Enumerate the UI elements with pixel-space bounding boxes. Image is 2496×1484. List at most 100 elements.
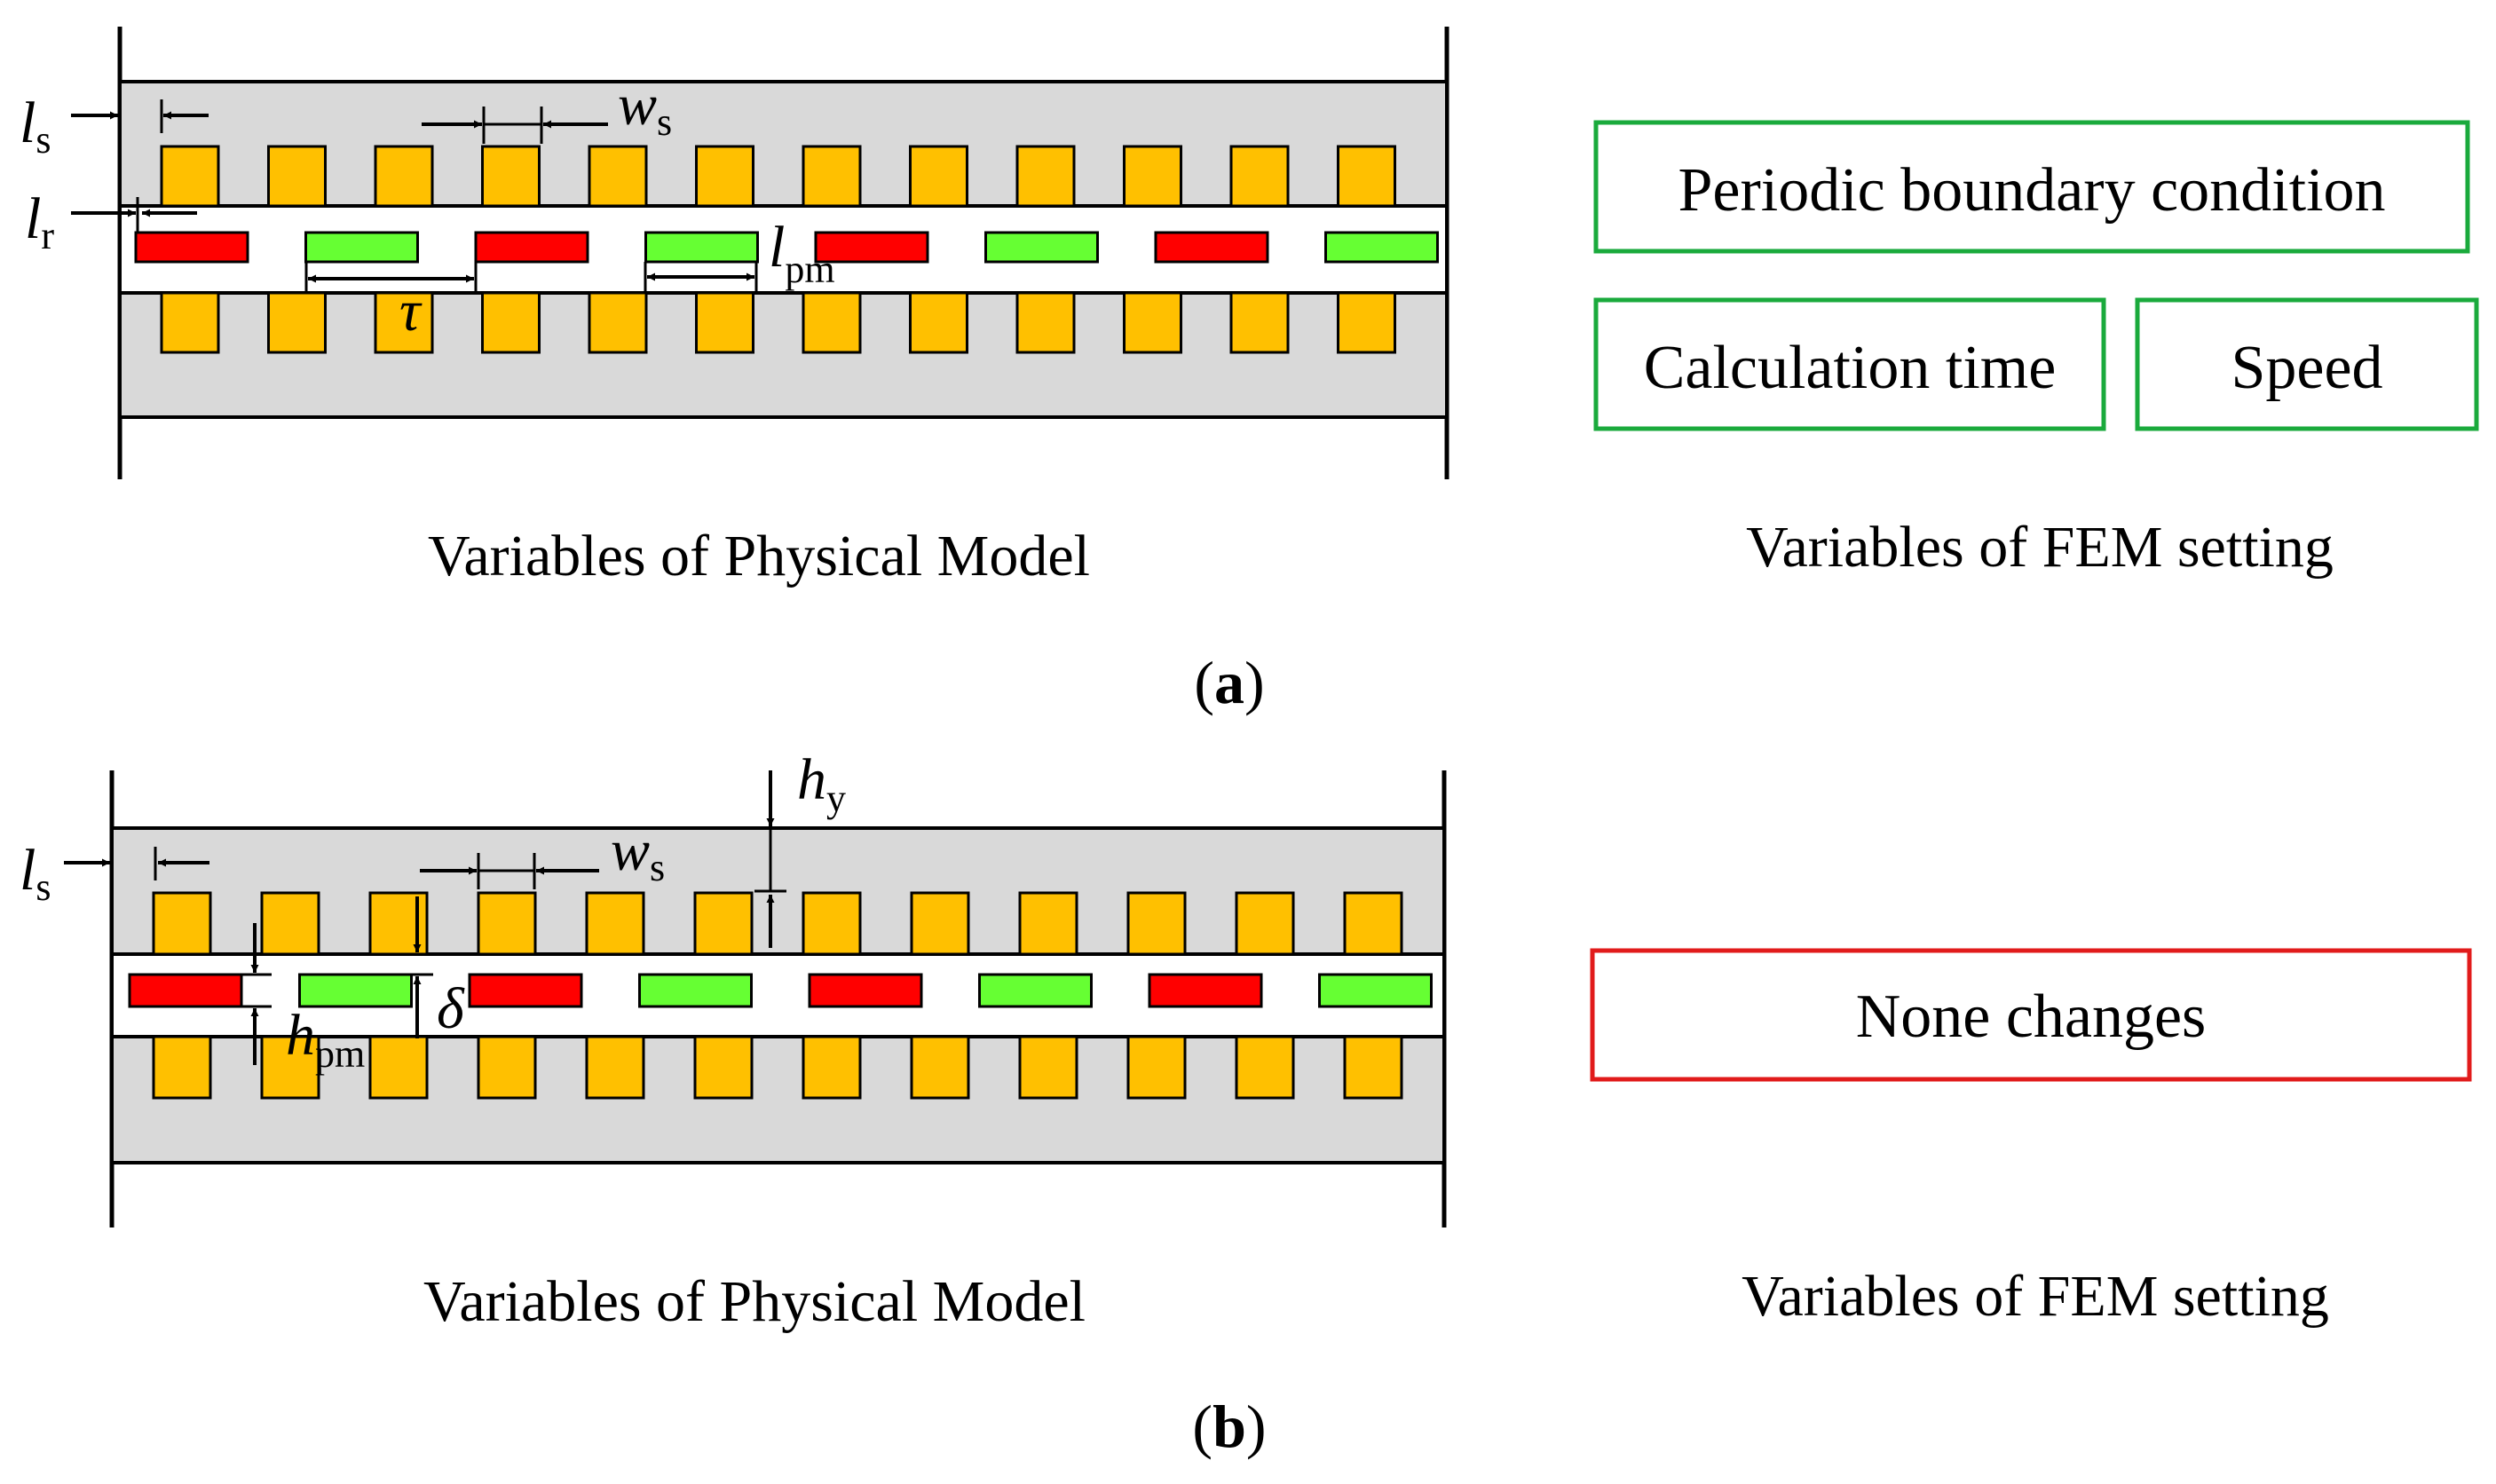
upper-teeth bbox=[152, 891, 1403, 956]
magnets bbox=[128, 973, 1433, 1008]
stator-tooth bbox=[1235, 891, 1295, 956]
fem-box-none-changes bbox=[1590, 948, 2472, 1082]
panel-a-fem-boxes: Periodic boundary condition Calculation … bbox=[1593, 120, 2479, 431]
magnet-red bbox=[128, 973, 243, 1008]
stator-tooth bbox=[1337, 145, 1396, 208]
magnet-red bbox=[134, 231, 249, 264]
stator-tooth bbox=[1015, 145, 1076, 208]
panel-b-label: (b) bbox=[1192, 1393, 1266, 1460]
stator-tooth bbox=[260, 891, 320, 956]
magnet-green bbox=[1318, 973, 1433, 1008]
stator-tooth bbox=[588, 145, 648, 208]
stator-tooth bbox=[693, 1035, 754, 1100]
panel-b-dimensions: ls ws hy hpm δ bbox=[20, 747, 846, 1076]
stator-tooth bbox=[802, 145, 862, 208]
fem-box-calculation-time-text: Calculation time bbox=[1644, 334, 2057, 402]
stator-tooth bbox=[1343, 891, 1403, 956]
dim-label-ws: ws bbox=[611, 818, 665, 889]
lower-teeth bbox=[152, 1035, 1403, 1100]
fem-box-none-changes-text: None changes bbox=[1856, 983, 2207, 1051]
stator-tooth bbox=[477, 891, 537, 956]
stator-tooth bbox=[481, 145, 541, 208]
fem-box-periodic-boundary bbox=[1593, 120, 2470, 254]
stator-tooth bbox=[1343, 1035, 1403, 1100]
stator-tooth bbox=[802, 291, 862, 354]
panel-a-physical-caption: Variables of Physical Model bbox=[428, 524, 1090, 588]
upper-stator-core bbox=[118, 80, 1449, 208]
stator-tooth bbox=[152, 1035, 212, 1100]
fem-box-speed-text: Speed bbox=[2231, 334, 2382, 402]
stator-tooth bbox=[1126, 891, 1187, 956]
stator-tooth bbox=[1123, 145, 1182, 208]
fem-box-periodic-boundary-text: Periodic boundary condition bbox=[1678, 156, 2385, 225]
dim-label-hpm: hpm bbox=[286, 1003, 365, 1076]
dim-label-lpm: lpm bbox=[769, 215, 835, 291]
lower-teeth bbox=[160, 291, 1396, 354]
stator-tooth bbox=[588, 291, 648, 354]
magnet-green bbox=[298, 973, 413, 1008]
magnet-red bbox=[468, 973, 583, 1008]
stator-tooth bbox=[1337, 291, 1396, 354]
stator-tooth bbox=[1229, 291, 1290, 354]
dim-label-delta: δ bbox=[437, 976, 465, 1041]
stator-tooth bbox=[693, 891, 754, 956]
magnet-red bbox=[1154, 231, 1269, 264]
upper-teeth bbox=[160, 145, 1396, 208]
stator-tooth bbox=[1018, 1035, 1078, 1100]
stator-tooth bbox=[585, 1035, 645, 1100]
stator-tooth bbox=[374, 145, 434, 208]
magnet-green bbox=[644, 231, 759, 264]
dim-label-ls: ls bbox=[20, 838, 51, 909]
stator-tooth bbox=[160, 291, 220, 354]
stator-tooth bbox=[1015, 291, 1076, 354]
magnet-green bbox=[978, 973, 1093, 1008]
stator-tooth bbox=[160, 145, 220, 208]
stator-tooth bbox=[481, 291, 541, 354]
panel-b-physical-caption: Variables of Physical Model bbox=[423, 1269, 1086, 1334]
stator-tooth bbox=[585, 891, 645, 956]
fem-box-speed bbox=[2135, 297, 2479, 431]
stator-tooth bbox=[267, 291, 327, 354]
magnet-green bbox=[984, 231, 1099, 264]
panel-b: ls ws hy hpm δ Variables o bbox=[20, 747, 2472, 1460]
dim-label-ls: ls bbox=[20, 91, 51, 162]
stator-tooth bbox=[909, 291, 968, 354]
panel-a-fem-caption: Variables of FEM setting bbox=[1746, 515, 2334, 580]
magnet-red bbox=[814, 231, 929, 264]
stator-tooth bbox=[260, 1035, 320, 1100]
magnet-green bbox=[638, 973, 753, 1008]
stator-tooth bbox=[1123, 291, 1182, 354]
stator-tooth bbox=[1229, 145, 1290, 208]
stator-tooth bbox=[477, 1035, 537, 1100]
panel-a: ls ws lr τ lpm Variables of Physical Mod bbox=[20, 27, 2479, 716]
lower-stator-core bbox=[110, 1035, 1446, 1164]
magnet-red bbox=[1148, 973, 1263, 1008]
stator-tooth bbox=[267, 145, 327, 208]
stator-tooth bbox=[368, 1035, 429, 1100]
stator-tooth bbox=[1126, 1035, 1187, 1100]
stator-tooth bbox=[802, 1035, 862, 1100]
panel-a-label: (a) bbox=[1194, 649, 1264, 716]
magnet-red bbox=[808, 973, 923, 1008]
magnet-red bbox=[474, 231, 589, 264]
magnet-green bbox=[304, 231, 419, 264]
stator-tooth bbox=[695, 145, 754, 208]
stator-tooth bbox=[910, 1035, 970, 1100]
stator-tooth bbox=[695, 291, 754, 354]
dim-label-tau: τ bbox=[399, 279, 423, 343]
panel-b-fem-caption: Variables of FEM setting bbox=[1742, 1264, 2329, 1329]
stator-tooth bbox=[802, 891, 862, 956]
fem-box-calculation-time bbox=[1593, 297, 2106, 431]
stator-tooth bbox=[910, 891, 970, 956]
magnets bbox=[134, 231, 1439, 264]
magnet-green bbox=[1324, 231, 1439, 264]
stator-tooth bbox=[1018, 891, 1078, 956]
panel-a-dimensions: ls ws lr τ lpm bbox=[20, 73, 835, 343]
panel-b-model bbox=[109, 770, 1447, 1227]
dim-label-hy: hy bbox=[797, 747, 846, 820]
stator-tooth bbox=[152, 891, 212, 956]
dim-label-lr: lr bbox=[25, 186, 54, 257]
stator-tooth bbox=[909, 145, 968, 208]
dim-label-ws: ws bbox=[618, 73, 672, 144]
